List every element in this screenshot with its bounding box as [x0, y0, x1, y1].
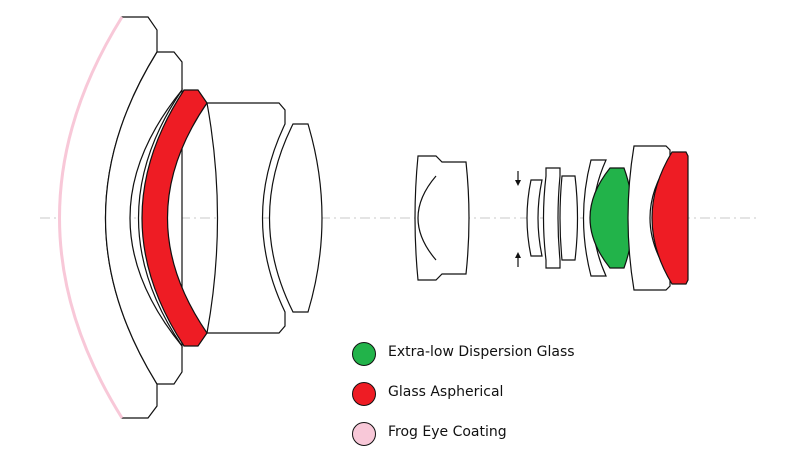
pink-circle-icon	[352, 422, 376, 446]
aspherical-element-1	[141, 89, 208, 347]
lens-element-2	[104, 51, 183, 385]
aspherical-element-2	[651, 151, 689, 285]
arrow-down-icon	[515, 171, 521, 186]
lens-element-5	[206, 102, 286, 334]
green-circle-icon	[352, 342, 376, 366]
legend-label: Glass Aspherical	[388, 384, 504, 400]
legend-label: Frog Eye Coating	[388, 424, 507, 440]
legend-label: Extra-low Dispersion Glass	[388, 344, 575, 360]
arrow-up-icon	[515, 252, 521, 267]
red-circle-icon	[352, 382, 376, 406]
lens-element-6	[269, 123, 323, 313]
lens-element-10	[559, 175, 579, 261]
lens-element-9	[542, 167, 561, 269]
lens-element-8	[526, 179, 543, 257]
lens-element-7-concave-surface	[417, 175, 437, 261]
lens-element-11	[582, 159, 607, 277]
lens-element-7	[414, 155, 470, 281]
frog-eye-coating-surface	[58, 16, 124, 419]
